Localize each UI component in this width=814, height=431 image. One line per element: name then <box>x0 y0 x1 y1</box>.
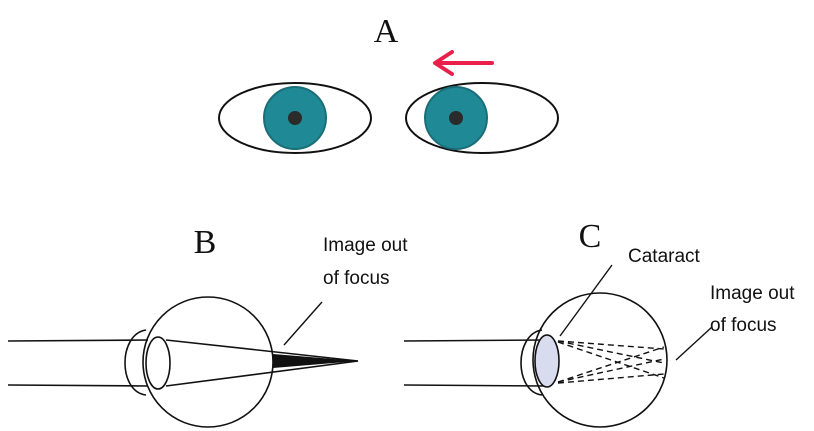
left-arrow-icon <box>435 52 492 74</box>
panel-c-letter: C <box>579 218 602 255</box>
left-pupil <box>288 111 302 125</box>
scattered-rays <box>558 341 664 383</box>
panel-b-letter: B <box>194 224 217 261</box>
incoming-ray-top-c <box>404 340 545 341</box>
right-eye-icon <box>406 83 558 153</box>
cataract-lens <box>535 335 559 387</box>
panel-a-letter: A <box>374 13 399 50</box>
leader-line-c <box>676 327 712 360</box>
converging-ray-bottom <box>166 361 358 386</box>
leader-line-b <box>284 302 322 345</box>
panel-a: A <box>219 13 558 153</box>
incoming-ray-bottom <box>8 385 148 386</box>
incoming-ray-bottom-c <box>404 385 545 386</box>
left-eye-icon <box>219 83 371 153</box>
cataract-label: Cataract <box>628 246 701 267</box>
incoming-ray-top <box>8 340 148 341</box>
lens-b <box>146 337 170 389</box>
image-out-of-focus-label-c: Image out of focus <box>710 283 800 336</box>
right-pupil <box>449 111 463 125</box>
panel-c: C Cataract Image out of focus <box>404 218 800 427</box>
converging-ray-top <box>166 340 358 361</box>
image-out-of-focus-label-b: Image out of focus <box>323 235 413 289</box>
panel-b: B Image out of focus <box>8 224 413 427</box>
